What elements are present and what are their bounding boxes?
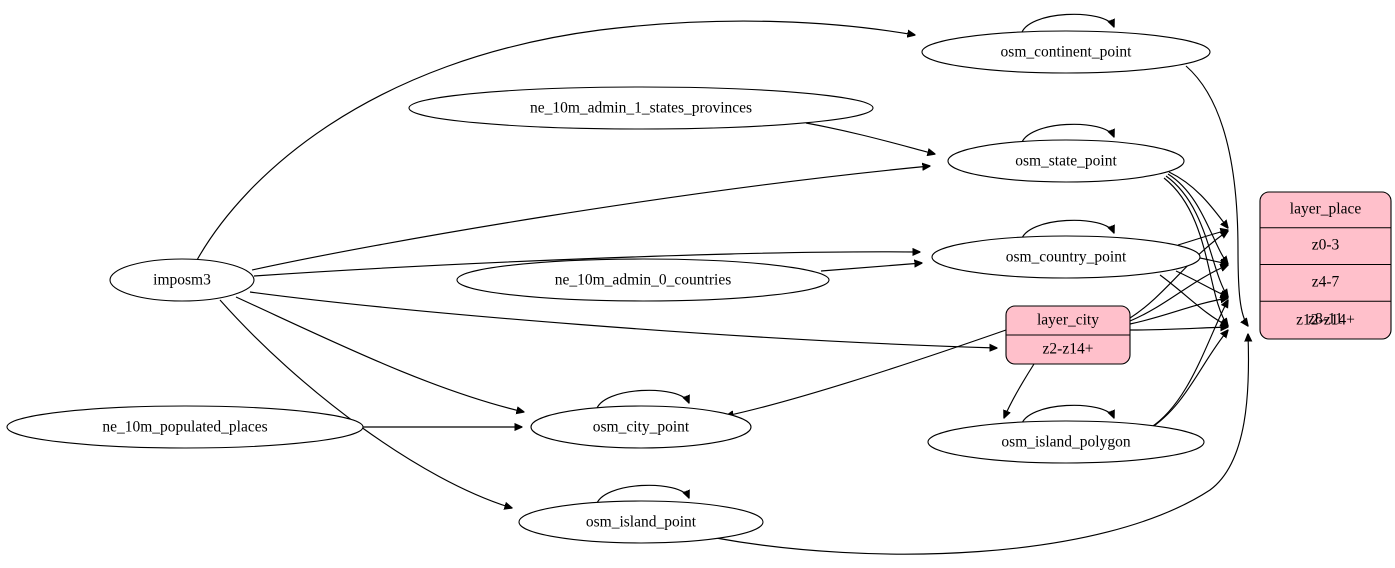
edge-osm-island-polygon-to-z8-11 xyxy=(1149,300,1228,429)
edge-self-osm-country-point xyxy=(1020,219,1114,242)
edge-imposm3-to-osm-continent-point xyxy=(196,20,915,261)
edge-osm-country-point-to-z4-7 xyxy=(1199,257,1228,264)
edge-layer-city-to-z0-3 xyxy=(1129,231,1228,319)
layer-place-row-z4-7[interactable]: z4-7 xyxy=(1312,274,1340,291)
node-osm-city-point[interactable]: osm_city_point xyxy=(530,405,752,449)
node-osm-island-point-label: osm_island_point xyxy=(586,514,697,531)
node-ne-10m-populated-places[interactable]: ne_10m_populated_places xyxy=(6,405,364,449)
edge-osm-island-point-to-z12 xyxy=(715,334,1249,555)
node-osm-state-point[interactable]: osm_state_point xyxy=(947,139,1185,183)
edge-osm-country-point-to-z12 xyxy=(1159,274,1228,326)
node-osm-city-point-label: osm_city_point xyxy=(593,419,690,436)
edge-layer-city-to-osm-city-point xyxy=(726,329,1007,416)
edge-osm-state-point-to-z0-3 xyxy=(1168,171,1228,228)
edge-osm-country-point-to-z8-11 xyxy=(1175,270,1228,297)
node-osm-state-point-label: osm_state_point xyxy=(1015,153,1117,170)
node-layer-city[interactable]: layer_city z2-z14+ xyxy=(1005,305,1131,365)
edge-self-osm-city-point xyxy=(595,389,689,412)
layer-city-header: layer_city xyxy=(1037,312,1099,329)
node-osm-island-polygon-label: osm_island_polygon xyxy=(1001,434,1130,451)
node-ne-populated-label: ne_10m_populated_places xyxy=(102,419,267,436)
node-ne-states-label: ne_10m_admin_1_states_provinces xyxy=(530,100,752,117)
edge-osm-state-point-to-z8-11 xyxy=(1165,175,1228,297)
edge-self-osm-continent-point xyxy=(1020,13,1114,36)
node-imposm3[interactable]: imposm3 xyxy=(109,258,255,302)
node-osm-island-point[interactable]: osm_island_point xyxy=(518,500,764,544)
layer-place-row-z8-11[interactable]: z8-11 xyxy=(1308,311,1343,328)
edge-osm-continent-point-to-z12 xyxy=(1185,65,1248,326)
edge-osm-country-point-to-z0-3 xyxy=(1177,230,1228,246)
edge-layer-city-to-z4-7 xyxy=(1129,265,1228,322)
edge-osm-island-polygon-to-z12 xyxy=(1147,330,1228,431)
edge-imposm3-to-layer-city xyxy=(249,291,997,348)
node-osm-country-point[interactable]: osm_country_point xyxy=(931,235,1201,279)
node-ne-countries-label: ne_10m_admin_0_countries xyxy=(555,272,732,289)
edge-imposm3-to-osm-state-point xyxy=(251,166,930,271)
node-osm-island-polygon[interactable]: osm_island_polygon xyxy=(927,420,1205,464)
layer-place-header: layer_place xyxy=(1290,201,1362,218)
node-imposm3-label: imposm3 xyxy=(153,272,211,289)
layer-city-row-z2-z14[interactable]: z2-z14+ xyxy=(1043,341,1094,358)
node-ne-10m-admin-1-states-provinces[interactable]: ne_10m_admin_1_states_provinces xyxy=(408,86,874,130)
edge-layer-city-to-z8-11 xyxy=(1129,298,1228,325)
node-osm-country-point-label: osm_country_point xyxy=(1006,249,1127,266)
edge-layer-city-to-osm-island-polygon xyxy=(1004,363,1035,418)
layer-place-row-z0-3[interactable]: z0-3 xyxy=(1312,237,1340,254)
node-layer-place[interactable]: layer_place z0-3 z4-7 z8-11 z12-z14+ xyxy=(1259,191,1392,340)
edge-ne-states-to-osm-state-point xyxy=(805,122,935,154)
edge-self-osm-state-point xyxy=(1020,123,1114,146)
node-ne-10m-admin-0-countries[interactable]: ne_10m_admin_0_countries xyxy=(456,258,830,302)
node-osm-continent-point-label: osm_continent_point xyxy=(1001,44,1133,61)
edge-ne-countries-to-osm-country-point xyxy=(820,263,922,272)
edge-self-osm-island-polygon xyxy=(1020,404,1114,427)
edge-self-osm-island-point xyxy=(595,484,689,507)
edge-osm-state-point-to-z4-7 xyxy=(1167,173,1228,264)
node-osm-continent-point[interactable]: osm_continent_point xyxy=(921,30,1211,74)
node-layer: imposm3 ne_10m_admin_1_states_provinces … xyxy=(6,30,1392,544)
edge-imposm3-to-osm-island-point xyxy=(219,299,512,508)
edge-imposm3-to-osm-country-point xyxy=(253,252,920,277)
edge-imposm3-to-osm-city-point xyxy=(235,296,524,412)
edge-layer-city-to-z12 xyxy=(1129,327,1228,330)
